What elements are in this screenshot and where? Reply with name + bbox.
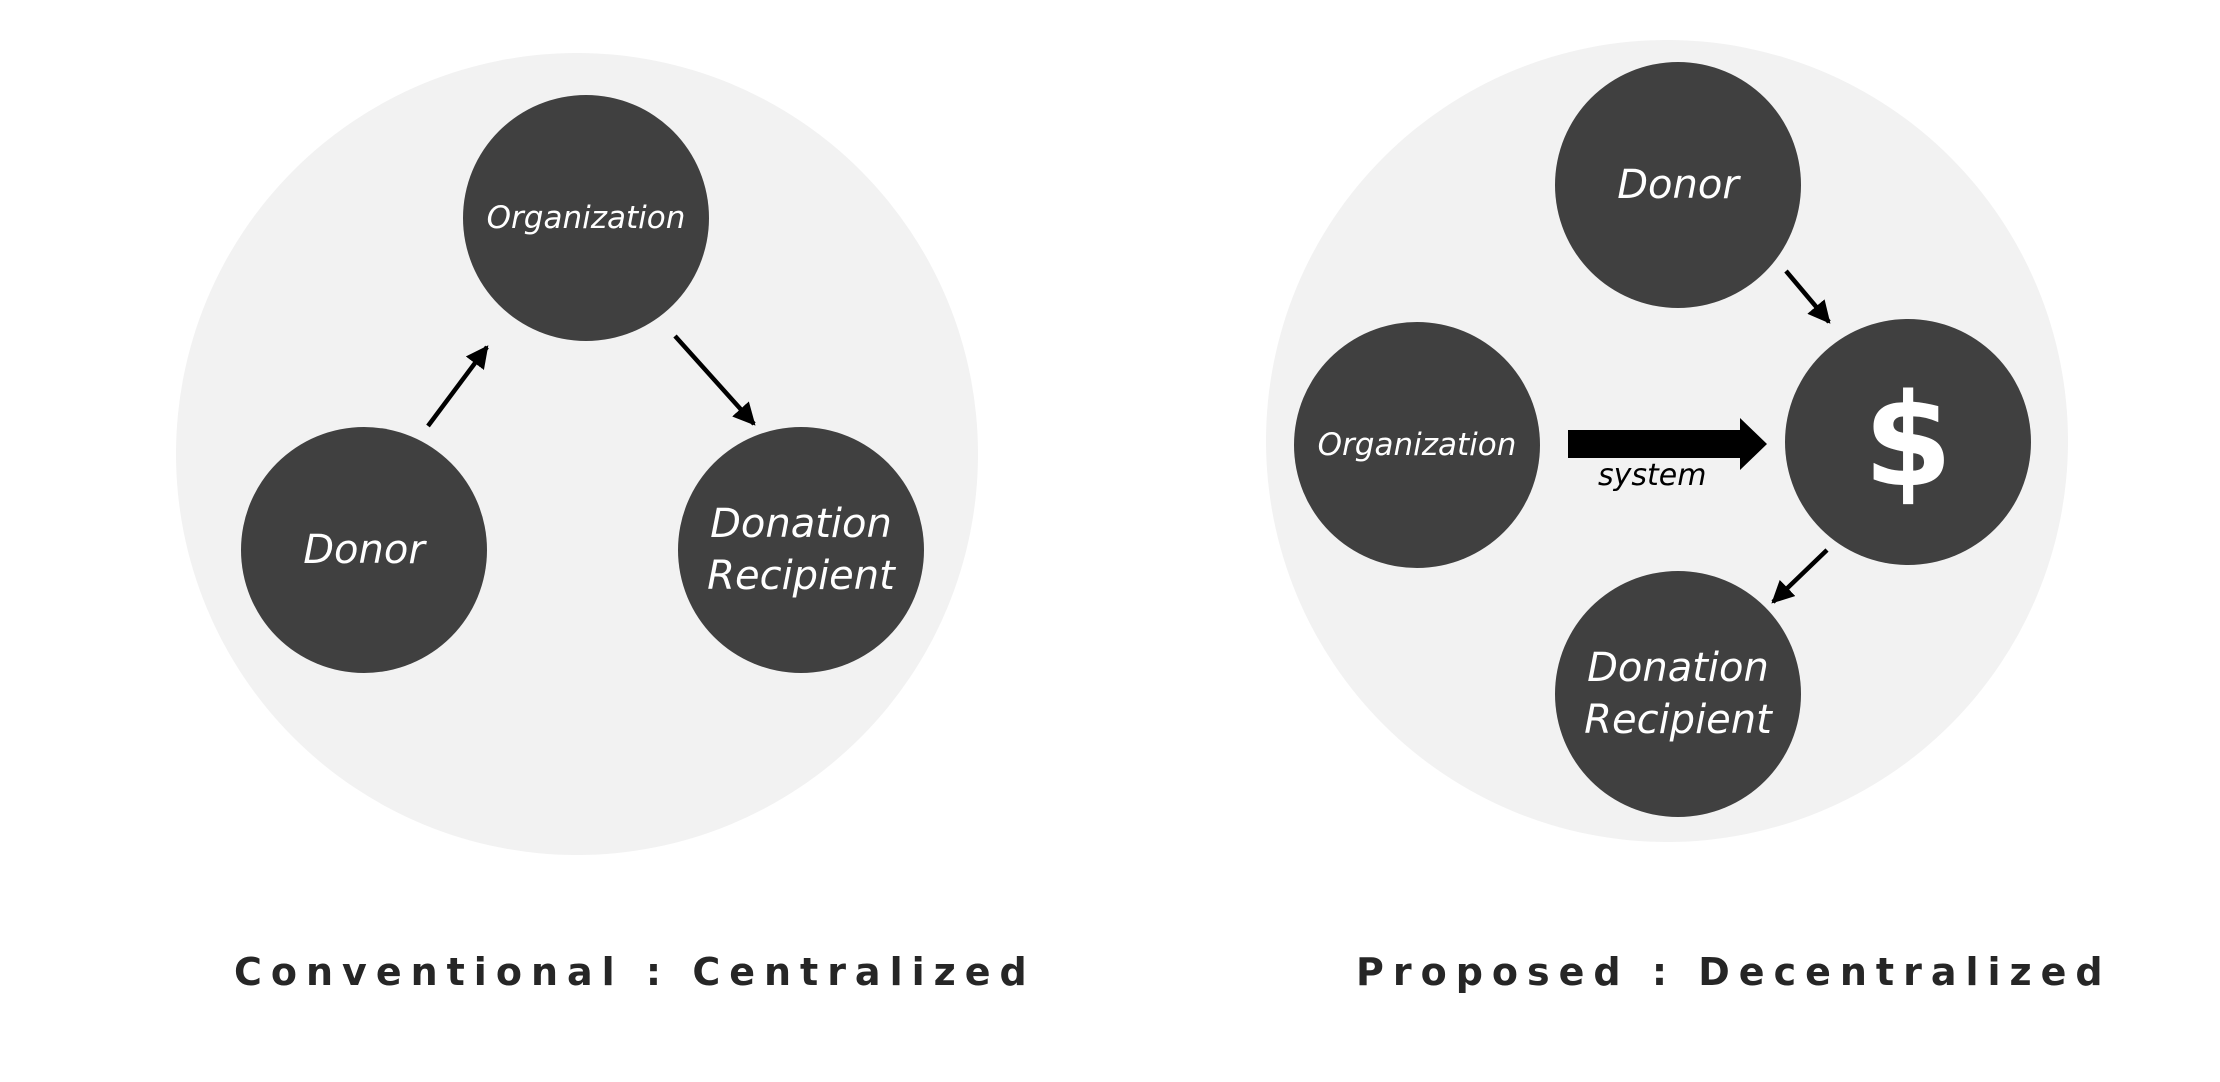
conventional-recipient-node: Donation Recipient [678, 427, 924, 673]
proposed-caption: Proposed : Decentralized [1356, 950, 2112, 994]
system-label: system [1598, 458, 1707, 493]
proposed-organization-label: Organization [1317, 426, 1517, 463]
system-arrow [1568, 418, 1767, 470]
arrow-organization-to-recipient [673, 334, 756, 426]
arrow-donor-to-dollar [1784, 269, 1831, 324]
arrow-dollar-to-recipient [1771, 548, 1829, 604]
proposed-donor-node: Donor [1555, 62, 1801, 308]
conventional-caption: Conventional : Centralized [234, 950, 1036, 994]
proposed-organization-node: Organization [1294, 322, 1540, 568]
conventional-recipient-label-line1: Donation [710, 501, 892, 547]
conventional-recipient-label-line2: Recipient [707, 553, 895, 599]
proposed-donor-label: Donor [1617, 162, 1739, 208]
arrow-donor-to-organization [426, 345, 489, 428]
conventional-organization-node: Organization [463, 95, 709, 341]
proposed-recipient-label-line2: Recipient [1584, 697, 1772, 743]
conventional-donor-label: Donor [303, 527, 425, 573]
proposed-recipient-label-line1: Donation [1587, 645, 1769, 691]
proposed-dollar-node: $ [1785, 319, 2031, 565]
conventional-donor-node: Donor [241, 427, 487, 673]
proposed-recipient-node: Donation Recipient [1555, 571, 1801, 817]
conventional-organization-label: Organization [486, 199, 686, 236]
dollar-icon: $ [1863, 366, 1953, 516]
